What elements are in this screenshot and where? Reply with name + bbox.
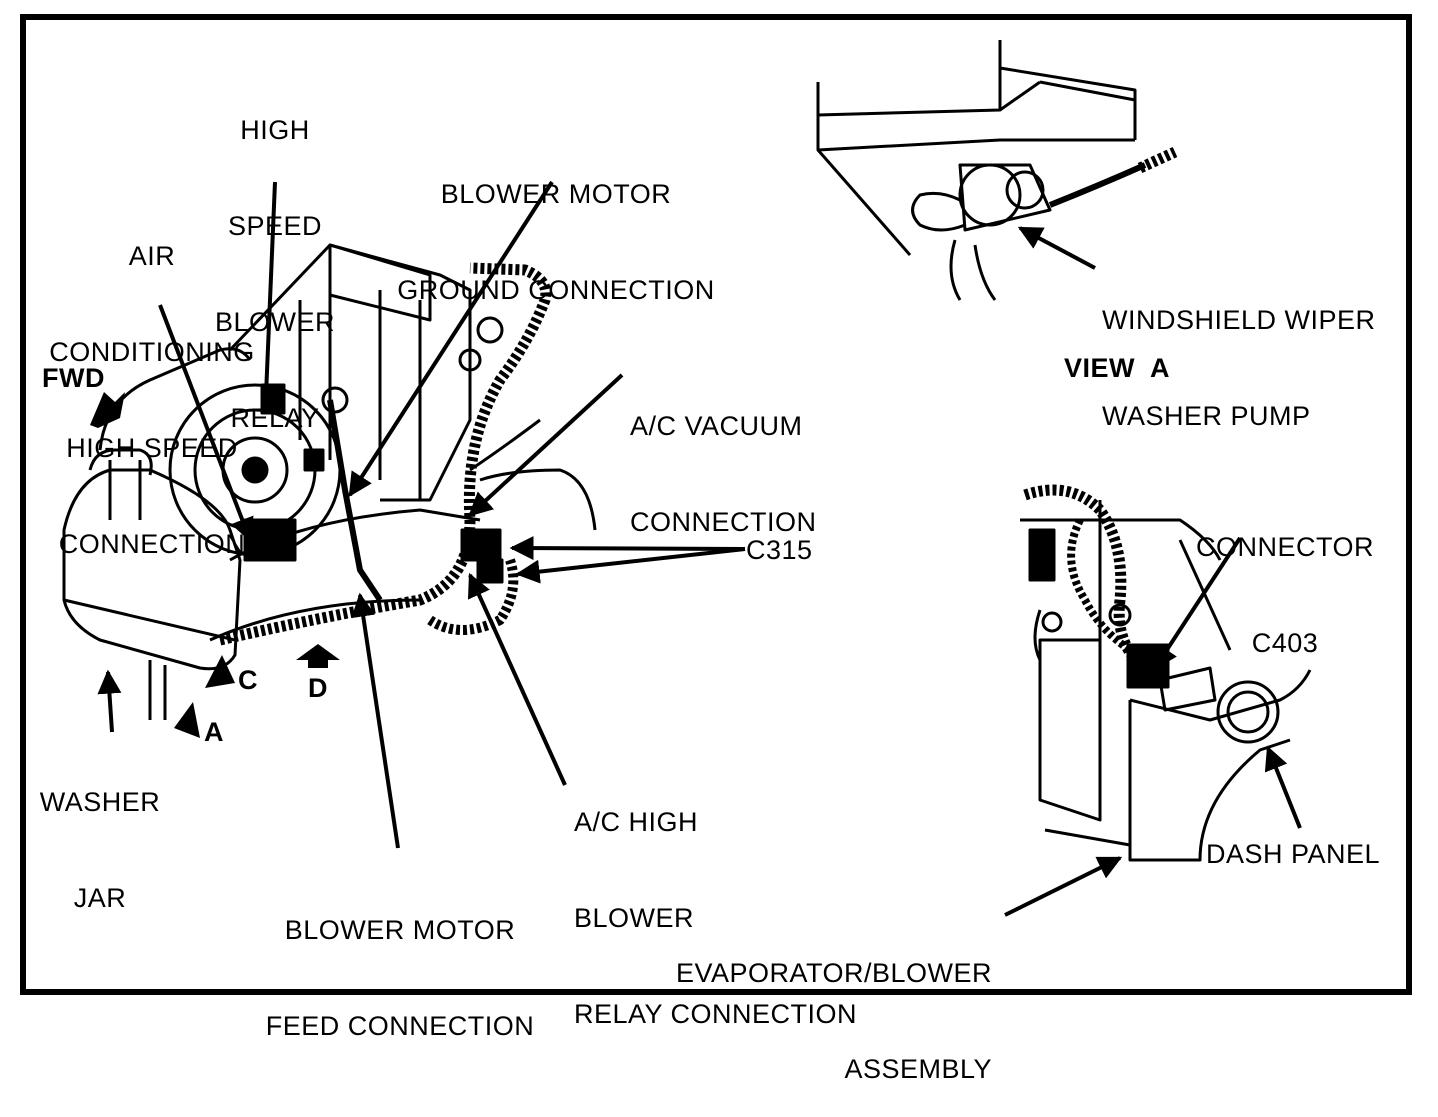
view-c-marker-icon <box>205 655 235 688</box>
label-c315: C315 <box>746 535 813 565</box>
leader-lines <box>97 180 1302 917</box>
label-connector-c403: CONNECTOR C403 <box>1195 532 1374 658</box>
label-view-a-marker: A <box>204 717 224 747</box>
view-d-marker-icon <box>296 644 340 668</box>
label-blower-motor-ground-connection: BLOWER MOTOR GROUND CONNECTION <box>397 179 715 305</box>
label-evaporator-blower-assembly: EVAPORATOR/BLOWER ASSEMBLY <box>675 958 992 1084</box>
diagram-artwork <box>62 40 1312 917</box>
view-a-illustration <box>816 40 1178 301</box>
blower-assembly-illustration <box>62 243 597 720</box>
label-dash-panel: DASH PANEL <box>1206 839 1381 869</box>
label-ac-vacuum-connection: A/C VACUUM CONNECTION <box>630 411 817 537</box>
label-windshield-wiper-washer-pump: WINDSHIELD WIPER WASHER PUMP <box>1102 305 1376 431</box>
label-air-conditioning-high-speed-connection: AIR CONDITIONING HIGH SPEED CONNECTION <box>49 241 255 559</box>
fwd-arrow-icon <box>90 392 125 428</box>
label-high-speed-blower-relay: HIGH SPEED BLOWER RELAY <box>214 115 336 433</box>
diagram-frame <box>20 14 1412 995</box>
label-view-a: VIEW A <box>1064 353 1171 383</box>
label-blower-motor-feed-connection: BLOWER MOTOR FEED CONNECTION <box>265 915 535 1041</box>
label-view-d: D <box>308 673 328 703</box>
label-washer-jar: WASHER JAR <box>39 787 161 913</box>
view-a-marker-icon <box>174 702 200 738</box>
label-view-c: C <box>238 665 258 695</box>
label-fwd: FWD <box>42 363 105 393</box>
connector-c403-illustration <box>1020 484 1312 862</box>
